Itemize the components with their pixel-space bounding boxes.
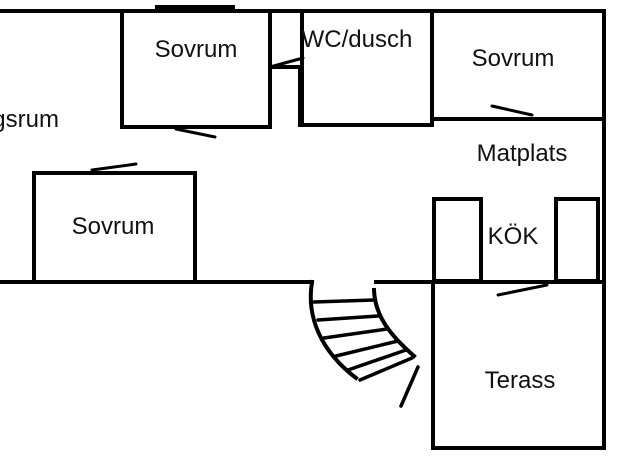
stair-end-line (399, 365, 420, 408)
terrace: Terass (431, 280, 606, 450)
spiral-staircase (308, 279, 420, 408)
bedroom-left-label: Sovrum (72, 213, 155, 240)
bedroom-top: Sovrum (120, 9, 272, 139)
wc-label: WC/dusch (302, 26, 413, 53)
wc-entry-wall (268, 65, 302, 127)
kitchen-label: KÖK (488, 223, 539, 250)
stair-step (312, 298, 376, 304)
kitchen-counter-right (554, 197, 600, 283)
bedroom-left-walls (32, 171, 197, 284)
stair-step (334, 339, 400, 358)
bedroom-right: Sovrum (430, 45, 606, 121)
terrace-door (496, 283, 549, 297)
stair-step (358, 356, 414, 382)
dining-label: Matplats (477, 140, 568, 167)
bedroom-left-door (90, 162, 138, 172)
stair-outer-curve (308, 279, 359, 381)
bedroom-right-door (490, 104, 534, 117)
bedroom-top-walls (120, 9, 272, 129)
kitchen: KÖK (432, 197, 600, 283)
terrace-walls (431, 280, 606, 450)
living-room-label: Vardagsrum (0, 106, 59, 133)
stair-step (322, 327, 389, 340)
wc-door (268, 56, 305, 69)
bedroom-top-door (174, 127, 217, 139)
stair-step (346, 348, 408, 372)
kitchen-counter-left (432, 197, 483, 283)
stair-step (316, 314, 380, 322)
wc-shower: WC/dusch (268, 9, 434, 127)
bedroom-left: Sovrum (32, 162, 197, 284)
bedroom-top-label: Sovrum (155, 36, 238, 63)
terrace-label: Terass (485, 367, 556, 394)
bedroom-right-label: Sovrum (472, 45, 555, 72)
